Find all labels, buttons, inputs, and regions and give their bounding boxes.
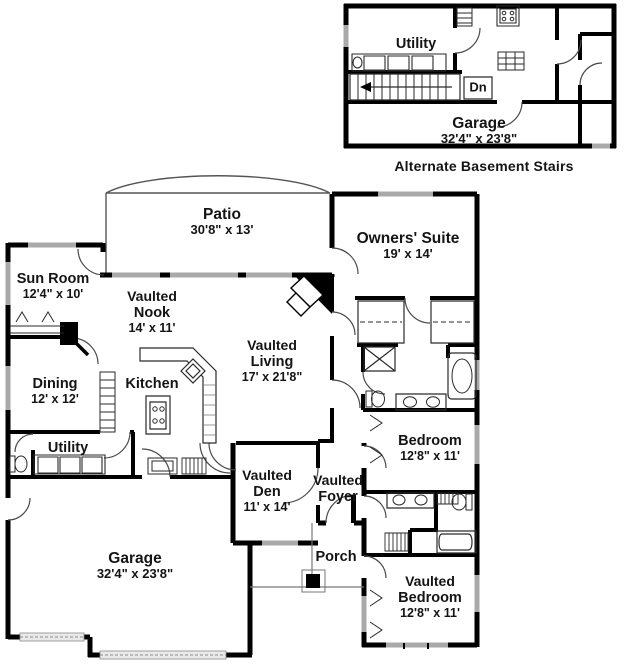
windows — [5, 191, 480, 648]
pantry-cabinet — [99, 371, 116, 433]
casement-marks — [369, 414, 383, 639]
room-label-dining: Dining 12' x 12' — [31, 375, 79, 407]
hall-closet — [384, 532, 409, 552]
inset-door-arcs — [454, 27, 603, 128]
soaking-tub — [447, 352, 477, 400]
island-counter — [497, 51, 525, 71]
cooktop — [180, 358, 206, 384]
patio-outline — [105, 175, 331, 273]
sunroom-window-seat — [10, 311, 64, 334]
fireplace — [286, 275, 332, 317]
inset-windows — [343, 25, 610, 149]
room-label-porch: Porch — [315, 548, 357, 565]
toilet-bowl — [14, 455, 28, 473]
porch-post — [306, 574, 320, 588]
stairs-dn-label: Dn — [469, 79, 487, 95]
garage-doors — [19, 632, 227, 660]
room-label-nook: Vaulted Nook 14' x 11' — [127, 288, 177, 335]
dn-door-box — [463, 76, 493, 100]
suite-closets — [357, 300, 475, 344]
suite-bath-fixtures — [363, 346, 477, 411]
room-label-kitchen: Kitchen — [125, 375, 179, 392]
tub — [436, 530, 477, 554]
room-label-utility: Utility — [47, 439, 89, 456]
room-label-sun-room: Sun Room 12'4" x 10' — [16, 270, 90, 302]
inset-kitchen-fixtures — [456, 5, 525, 71]
linen-closet — [436, 492, 459, 505]
kitchen-counter — [139, 347, 217, 444]
toilet-tank — [9, 455, 16, 473]
room-label-den: Vaulted Den 11' x 14' — [242, 467, 292, 514]
room-label-bedroom-mid: Bedroom 12'8" x 11' — [398, 432, 462, 464]
kitchen-island — [145, 395, 171, 435]
room-label-inset-utility: Utility — [395, 35, 437, 52]
door-leaves — [60, 322, 356, 523]
room-label-living: Vaulted Living 17' x 21'8" — [241, 337, 303, 384]
room-label-patio: Patio 30'8" x 13' — [190, 206, 254, 238]
laundry-sink — [352, 56, 363, 69]
room-label-garage: Garage 32'4" x 23'8" — [96, 550, 174, 582]
stove — [496, 5, 520, 27]
door-arcs — [7, 247, 431, 579]
inset-caption: Alternate Basement Stairs — [394, 158, 574, 175]
hall-bath-fixtures — [384, 492, 477, 554]
toilet-bowl — [451, 493, 467, 511]
porch-area — [250, 523, 364, 593]
double-vanity — [395, 393, 447, 411]
room-label-inset-garage: Garage 32'4" x 23'8" — [440, 115, 518, 147]
toilet-bowl — [371, 390, 385, 408]
room-label-bedroom-front: Vaulted Bedroom 12'8" x 11' — [398, 573, 462, 620]
room-label-owners-suite: Owners' Suite 19' x 14' — [356, 230, 460, 262]
inset-plan — [343, 3, 617, 149]
inset-utility-fixtures — [351, 53, 447, 72]
inset-exterior-walls — [343, 3, 617, 149]
basement-stairs — [349, 73, 493, 101]
main-plan — [5, 175, 480, 660]
room-label-foyer: Vaulted Foyer — [313, 472, 363, 505]
shower — [363, 346, 396, 372]
utility-fixtures — [9, 454, 207, 475]
kitchen-fixtures — [99, 347, 217, 444]
refrigerator — [456, 7, 473, 27]
window-mullions — [403, 643, 429, 649]
